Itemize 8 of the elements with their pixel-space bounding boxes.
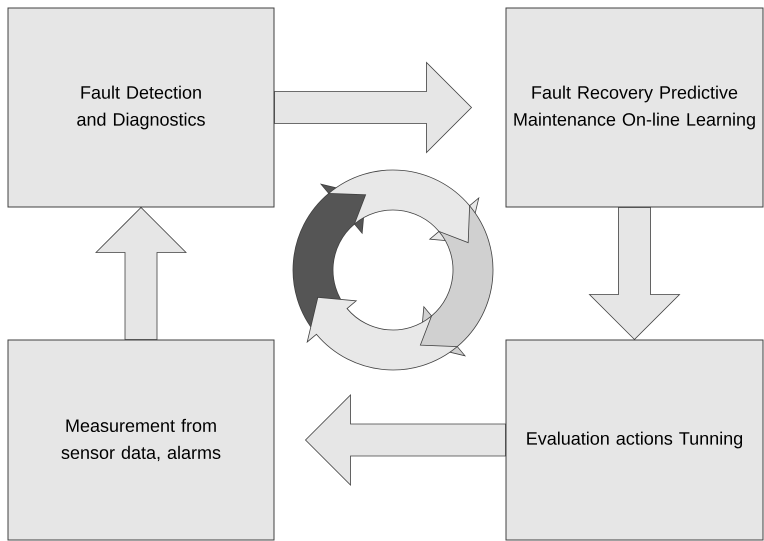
process-box: Fault Recovery Predictive Maintenance On-line Learning: [506, 8, 764, 208]
block-arrow: [588, 207, 680, 340]
process-box: Evaluation actions Tunning: [506, 339, 764, 540]
block-arrow: [274, 62, 472, 154]
block-arrow: [95, 206, 187, 340]
block-arrow: [304, 394, 506, 486]
process-box: Fault Detection and Diagnostics: [8, 8, 274, 208]
process-box: Measurement from sensor data, alarms: [8, 339, 274, 540]
